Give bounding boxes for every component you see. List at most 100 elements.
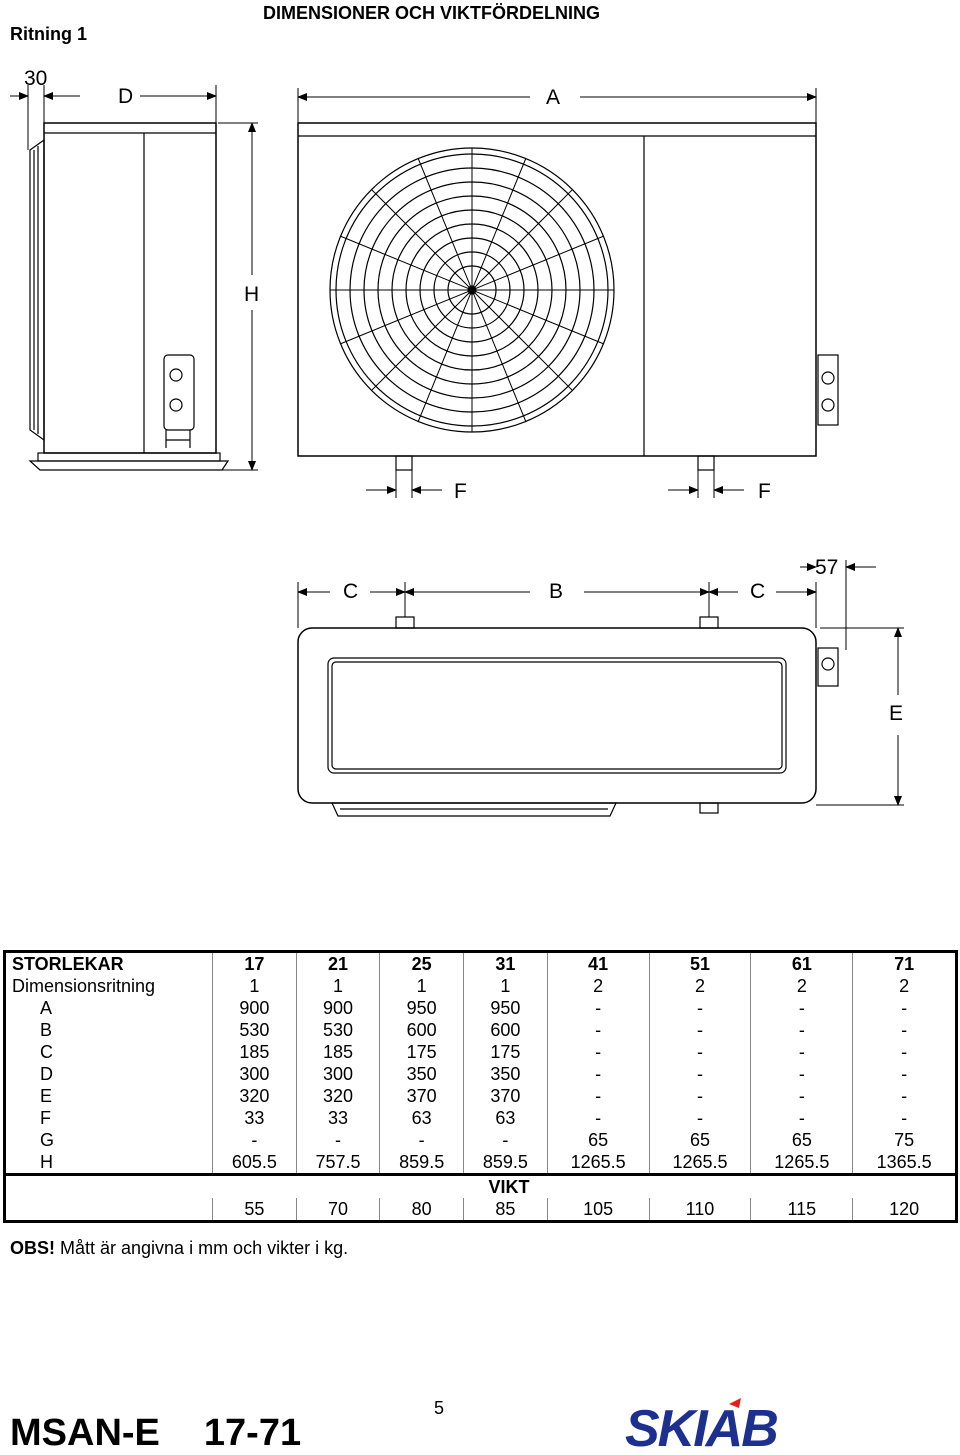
- dim-label-b: B: [549, 580, 563, 603]
- dim-label-30: 30: [24, 67, 47, 90]
- table-cell: -: [546, 1085, 650, 1107]
- logo-accent-icon: [729, 1398, 741, 1408]
- dimension-lines: [10, 85, 904, 806]
- row-label: STORLEKAR: [3, 950, 213, 975]
- row-label: E: [3, 1085, 213, 1107]
- dim-label-h: H: [244, 283, 259, 306]
- model-range: 17-71: [203, 1412, 302, 1454]
- row-label: F: [3, 1107, 213, 1129]
- table-cell: 950: [463, 997, 548, 1019]
- table-cell: 2: [852, 975, 958, 997]
- table-cell: -: [852, 997, 958, 1019]
- table-cell: 300: [212, 1063, 297, 1085]
- page-title: DIMENSIONER OCH VIKTFÖRDELNING: [263, 3, 601, 23]
- row-label: G: [3, 1129, 213, 1151]
- table-cell: 859.5: [463, 1151, 548, 1175]
- table-cell: -: [212, 1129, 297, 1151]
- table-cell: 370: [379, 1085, 465, 1107]
- table-cell: 115: [750, 1198, 854, 1223]
- table-cell: 1265.5: [648, 1151, 752, 1175]
- note: OBS! Mått är angivna i mm och vikter i k…: [10, 1238, 348, 1259]
- table-cell: 600: [379, 1019, 465, 1041]
- table-cell: -: [648, 997, 752, 1019]
- table-cell: -: [648, 1085, 752, 1107]
- table-cell: 17: [212, 950, 297, 975]
- table-cell: 350: [463, 1063, 548, 1085]
- weight-title-row: VIKT: [3, 1173, 958, 1198]
- table-cell: 320: [295, 1085, 381, 1107]
- table-cell: 65: [546, 1129, 650, 1151]
- table-cell: 900: [212, 997, 297, 1019]
- table-cell: -: [852, 1063, 958, 1085]
- table-cell: -: [546, 1041, 650, 1063]
- dim-label-f-right: F: [758, 480, 771, 503]
- table-cell: 320: [212, 1085, 297, 1107]
- table-cell: 530: [212, 1019, 297, 1041]
- table-cell: -: [750, 997, 854, 1019]
- skiab-logo: SKIAB: [625, 1398, 779, 1453]
- table-cell: 75: [852, 1129, 958, 1151]
- table-cell: 2: [750, 975, 854, 997]
- page-number: 5: [434, 1398, 445, 1418]
- table-cell: 1: [463, 975, 548, 997]
- table-cell: 605.5: [212, 1151, 297, 1175]
- table-cell: 70: [295, 1198, 381, 1223]
- model-code: MSAN-E: [10, 1412, 160, 1454]
- table-cell: -: [648, 1063, 752, 1085]
- table-cell: -: [379, 1129, 465, 1151]
- table-cell: 71: [852, 950, 958, 975]
- table-cell: -: [750, 1063, 854, 1085]
- table-cell: -: [750, 1041, 854, 1063]
- table-cell: 51: [648, 950, 752, 975]
- model-name: MSAN-E 17-71: [10, 1412, 301, 1455]
- table-cell: 859.5: [379, 1151, 465, 1175]
- table-cell: 31: [463, 950, 548, 975]
- note-text: Mått är angivna i mm och vikter i kg.: [55, 1238, 349, 1258]
- table-cell: 370: [463, 1085, 548, 1107]
- table-cell: -: [750, 1019, 854, 1041]
- table-cell: 600: [463, 1019, 548, 1041]
- dim-label-a: A: [546, 86, 560, 109]
- row-label: [3, 1198, 213, 1223]
- table-cell: -: [648, 1019, 752, 1041]
- top-view: [297, 616, 839, 817]
- table-cell: 185: [295, 1041, 381, 1063]
- dimension-drawing: 30 D A H F F C B C 57 E: [10, 67, 904, 817]
- dim-label-57: 57: [815, 556, 838, 579]
- dim-label-f-left: F: [454, 480, 467, 503]
- table-cell: -: [546, 1063, 650, 1085]
- dim-label-c-left: C: [343, 580, 358, 603]
- table-cell: -: [852, 1019, 958, 1041]
- weight-title: VIKT: [212, 1173, 958, 1198]
- table-cell: -: [463, 1129, 548, 1151]
- note-prefix: OBS!: [10, 1238, 55, 1258]
- logo-text: SKIAB: [625, 1400, 777, 1453]
- weight-title-spacer: [3, 1173, 213, 1198]
- table-cell: 950: [379, 997, 465, 1019]
- table-cell: 63: [379, 1107, 465, 1129]
- table-cell: -: [546, 997, 650, 1019]
- table-cell: 1365.5: [852, 1151, 958, 1175]
- table-cell: 175: [463, 1041, 548, 1063]
- table-cell: 110: [648, 1198, 752, 1223]
- table-cell: 85: [463, 1198, 548, 1223]
- side-view: [28, 122, 230, 471]
- table-cell: 120: [852, 1198, 958, 1223]
- table-cell: 2: [546, 975, 650, 997]
- row-label: D: [3, 1063, 213, 1085]
- table-cell: -: [750, 1085, 854, 1107]
- front-view: [297, 122, 839, 471]
- table-cell: 1265.5: [750, 1151, 854, 1175]
- table-cell: 300: [295, 1063, 381, 1085]
- table-cell: -: [546, 1107, 650, 1129]
- row-label: C: [3, 1041, 213, 1063]
